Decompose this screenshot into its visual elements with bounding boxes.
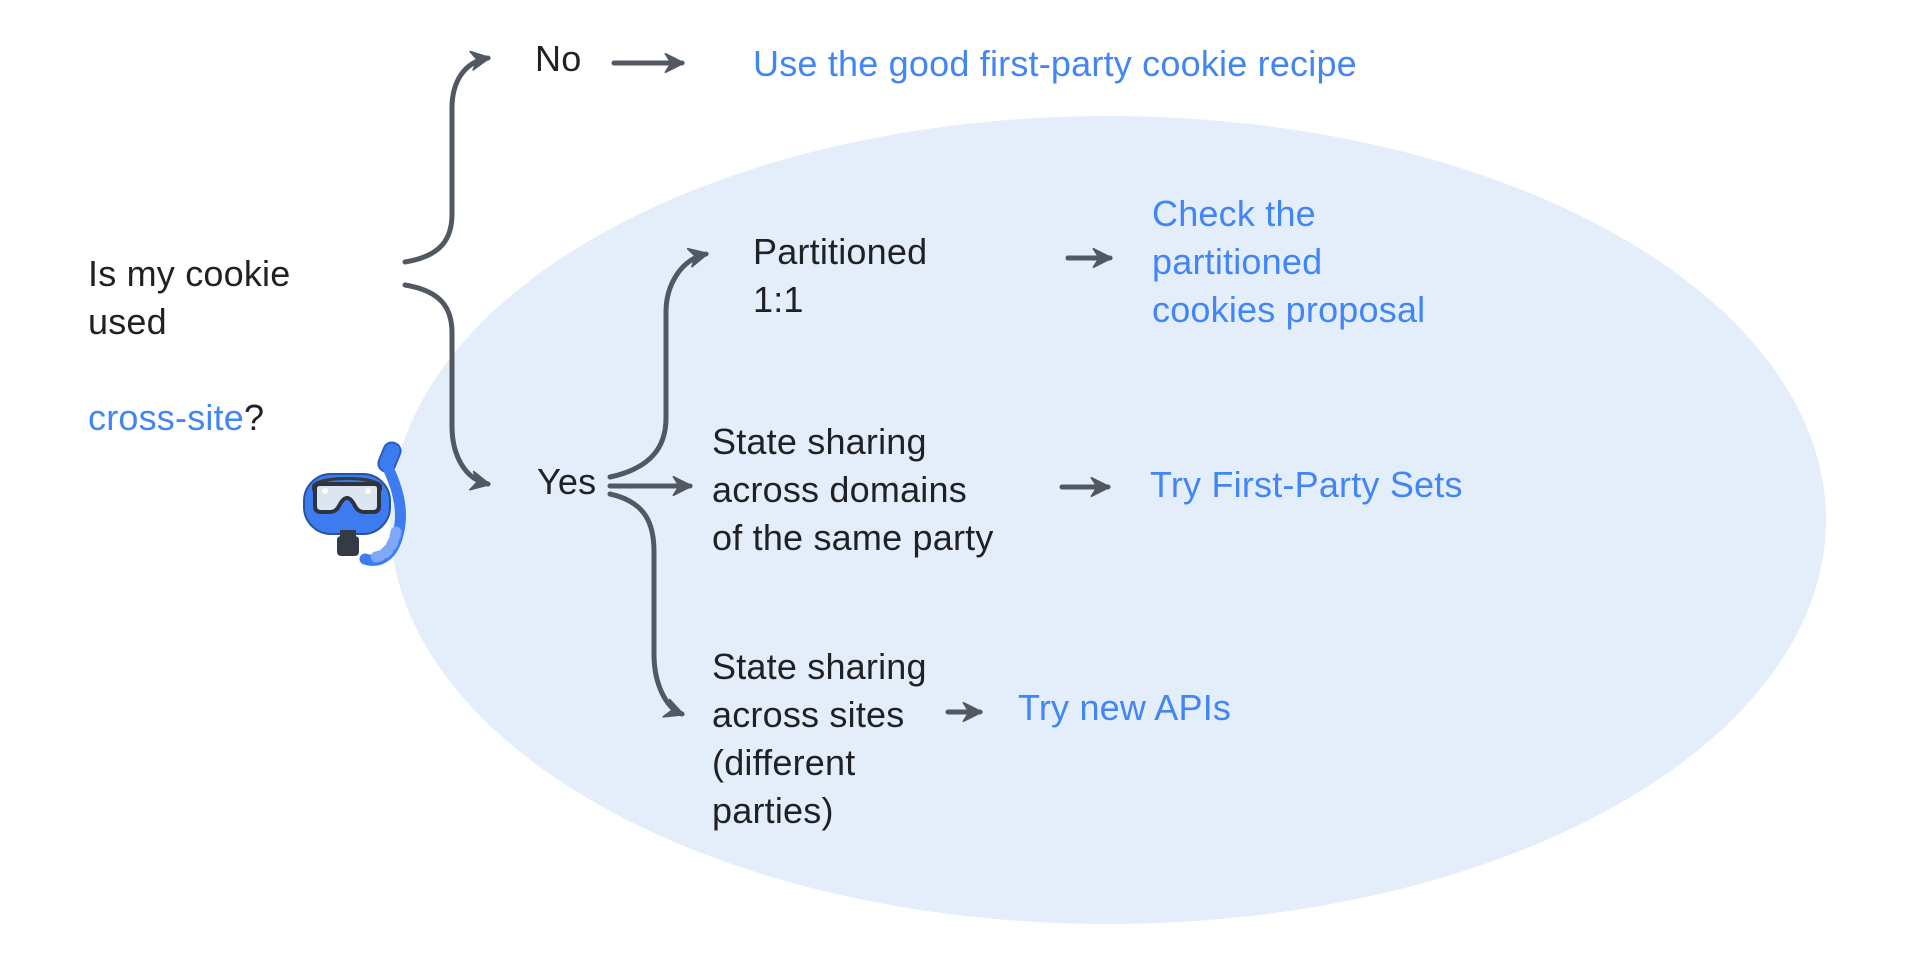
condition-partitioned: Partitioned 1:1 xyxy=(753,231,928,320)
question-text: Is my cookie used cross-site? xyxy=(88,202,290,442)
no-label: No xyxy=(535,38,582,79)
diving-mask-icon xyxy=(303,441,406,566)
third-party-context-ellipse xyxy=(390,116,1826,924)
question-suffix: ? xyxy=(244,397,265,438)
condition-state-sharing-domains: State sharing across domains of the same… xyxy=(712,421,994,558)
outcome-first-party-sets[interactable]: Try First-Party Sets xyxy=(1150,464,1463,505)
condition-state-sharing-sites: State sharing across sites (different pa… xyxy=(712,646,927,831)
connector-question-to-no xyxy=(402,50,491,265)
outcome-first-party-recipe[interactable]: Use the good first-party cookie recipe xyxy=(753,43,1357,84)
outcome-partitioned-proposal[interactable]: Check the partitioned cookies proposal xyxy=(1152,193,1426,330)
cross-site-link[interactable]: cross-site xyxy=(88,397,245,438)
connector-yes-to-sites xyxy=(607,491,685,718)
outcome-new-apis[interactable]: Try new APIs xyxy=(1018,687,1232,728)
question-black-part: Is my cookie used xyxy=(88,253,291,342)
connector-question-to-yes xyxy=(402,282,491,491)
connector-yes-to-partitioned xyxy=(607,247,709,480)
yes-label: Yes xyxy=(537,461,597,502)
